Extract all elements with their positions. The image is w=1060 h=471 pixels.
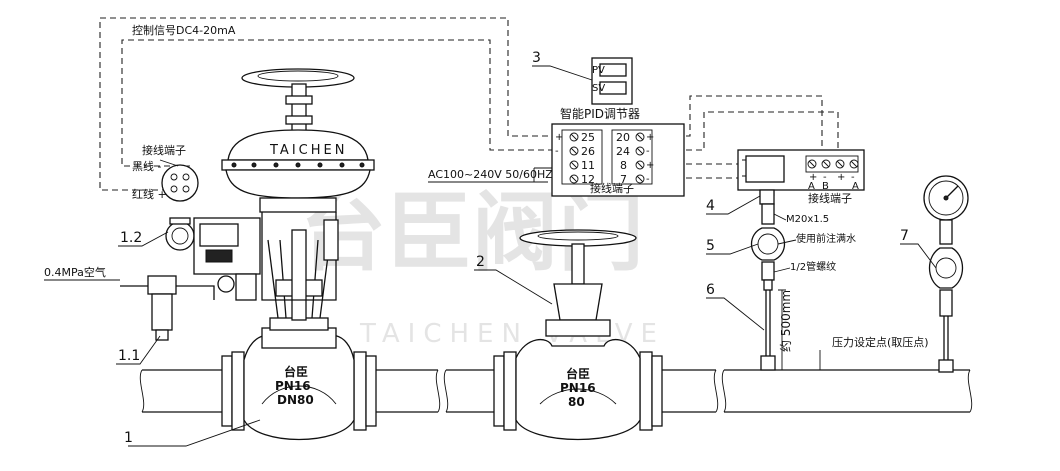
pid-right-sign: + bbox=[646, 160, 654, 171]
transmitter-pin-letter: A bbox=[852, 181, 859, 192]
pid-right-terminal: 8 bbox=[620, 159, 627, 172]
callout-1-2: 1.2 bbox=[120, 230, 142, 246]
left-terminal-box: 接线端子 黑线 - 红线 + bbox=[132, 143, 199, 202]
callout-4: 4 bbox=[706, 198, 715, 214]
main-valve-pn: PN16 bbox=[275, 379, 311, 393]
pid-right-terminals: 20 + 24 - 8 + 7 - bbox=[616, 131, 654, 186]
pid-right-terminal: 7 bbox=[620, 173, 627, 186]
pid-right-terminal: 20 bbox=[616, 131, 630, 144]
m20-label: M20x1.5 bbox=[786, 214, 829, 225]
transmitter-pins: + - + - A B A bbox=[807, 159, 859, 192]
transmitter-pin-letter: A bbox=[808, 181, 815, 192]
pid-controller: PV SV 智能PID调节器 + 25 - 26 11 12 20 + 24 -… bbox=[428, 57, 685, 197]
pid-left-sign: + bbox=[555, 132, 563, 143]
pid-right-sign: - bbox=[646, 174, 650, 185]
pid-power-label: AC100~240V 50/60HZ bbox=[428, 168, 553, 181]
stop-valve-pn: PN16 bbox=[560, 381, 596, 395]
pid-right-terminal: 24 bbox=[616, 145, 630, 158]
pid-right-sign: - bbox=[646, 146, 650, 157]
pressure-gauge bbox=[923, 175, 969, 373]
pressure-gauge-small bbox=[217, 275, 235, 293]
stop-valve: 台臣 PN16 80 bbox=[515, 229, 641, 441]
diaphragm-actuator: TAICHEN bbox=[221, 68, 375, 301]
set-point-label: 压力设定点(取压点) bbox=[832, 335, 929, 349]
red-wire-label: 红线 + bbox=[132, 187, 167, 201]
left-terminal-title: 接线端子 bbox=[142, 143, 186, 157]
pid-left-terminal: 12 bbox=[581, 173, 595, 186]
pid-left-terminal: 11 bbox=[581, 159, 595, 172]
pid-left-terminals: + 25 - 26 11 12 bbox=[555, 131, 595, 186]
callouts: 1 1.1 1.2 2 3 4 5 6 7 bbox=[116, 50, 937, 447]
pressure-transmitter: + - + - A B A 接线端子 bbox=[737, 149, 865, 205]
callout-6: 6 bbox=[706, 282, 715, 298]
air-supply-label: 0.4MPa空气 bbox=[44, 265, 106, 279]
actuator-bolts bbox=[231, 162, 365, 168]
transmitter-pin-sign: - bbox=[823, 172, 827, 183]
pid-terminal-label: 接线端子 bbox=[590, 181, 634, 195]
transmitter-pin-letter: B bbox=[822, 181, 829, 192]
callout-1-1: 1.1 bbox=[118, 348, 140, 364]
callout-1: 1 bbox=[124, 430, 133, 446]
control-valve: 台臣 PN16 DN80 bbox=[243, 229, 355, 441]
callout-3: 3 bbox=[532, 50, 541, 66]
control-signal-label: 控制信号DC4-20mA bbox=[132, 23, 236, 37]
positioner-assembly bbox=[120, 217, 261, 341]
transmitter-pin-sign: - bbox=[851, 172, 855, 183]
pid-pv-label: PV bbox=[592, 65, 605, 76]
transmitter-terminal-title: 接线端子 bbox=[808, 191, 852, 205]
impulse-line: 约 500mm M20x1.5 使用前注满水 1/2管螺纹 压力设定点(取压点) bbox=[750, 203, 929, 371]
main-valve-brand: 台臣 bbox=[284, 364, 308, 379]
callout-5: 5 bbox=[706, 238, 715, 254]
pid-left-terminal: 26 bbox=[581, 145, 595, 158]
length-label: 约 500mm bbox=[778, 290, 793, 352]
callout-7: 7 bbox=[900, 228, 909, 244]
black-wire-label: 黑线 - bbox=[132, 159, 161, 173]
transmitter-pin-sign: + bbox=[809, 172, 817, 183]
stop-valve-dn: 80 bbox=[568, 395, 585, 409]
pid-left-terminal: 25 bbox=[581, 131, 595, 144]
pid-right-sign: + bbox=[646, 132, 654, 143]
transmitter-pin-sign: + bbox=[837, 172, 845, 183]
callout-2: 2 bbox=[476, 254, 485, 270]
actuator-brand: TAICHEN bbox=[269, 143, 347, 158]
pid-left-sign: - bbox=[555, 146, 559, 157]
pipeline bbox=[139, 351, 973, 431]
stop-valve-brand: 台臣 bbox=[566, 366, 590, 381]
fill-water-label: 使用前注满水 bbox=[796, 232, 856, 245]
pid-sv-label: SV bbox=[592, 83, 605, 94]
pid-title: 智能PID调节器 bbox=[560, 106, 640, 121]
thread-label: 1/2管螺纹 bbox=[790, 260, 836, 273]
main-valve-dn: DN80 bbox=[277, 393, 314, 407]
